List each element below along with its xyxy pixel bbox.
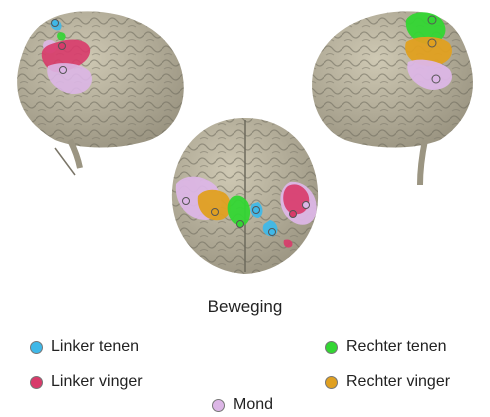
- brain-left-lateral: [17, 11, 184, 175]
- legend-label-left-finger: Linker vinger: [51, 373, 143, 391]
- legend-dot-mouth: [212, 399, 225, 412]
- legend-label-right-toes: Rechter tenen: [346, 338, 447, 356]
- legend-label-left-toes: Linker tenen: [51, 338, 139, 356]
- figure-caption: Beweging: [0, 297, 490, 317]
- legend-dot-left-toes: [30, 341, 43, 354]
- legend-item-mouth: Mond: [212, 396, 273, 414]
- legend-dot-right-toes: [325, 341, 338, 354]
- legend-label-right-finger: Rechter vinger: [346, 373, 450, 391]
- brain-right-lateral: [312, 11, 473, 185]
- legend-label-mouth: Mond: [233, 396, 273, 414]
- legend-item-right-toes: Rechter tenen: [325, 338, 447, 356]
- legend-item-left-toes: Linker tenen: [30, 338, 139, 356]
- brain-activation-figure: [0, 0, 490, 300]
- legend-item-left-finger: Linker vinger: [30, 373, 143, 391]
- brain-top-view: [172, 118, 318, 274]
- legend-dot-left-finger: [30, 376, 43, 389]
- legend-item-right-finger: Rechter vinger: [325, 373, 450, 391]
- legend-dot-right-finger: [325, 376, 338, 389]
